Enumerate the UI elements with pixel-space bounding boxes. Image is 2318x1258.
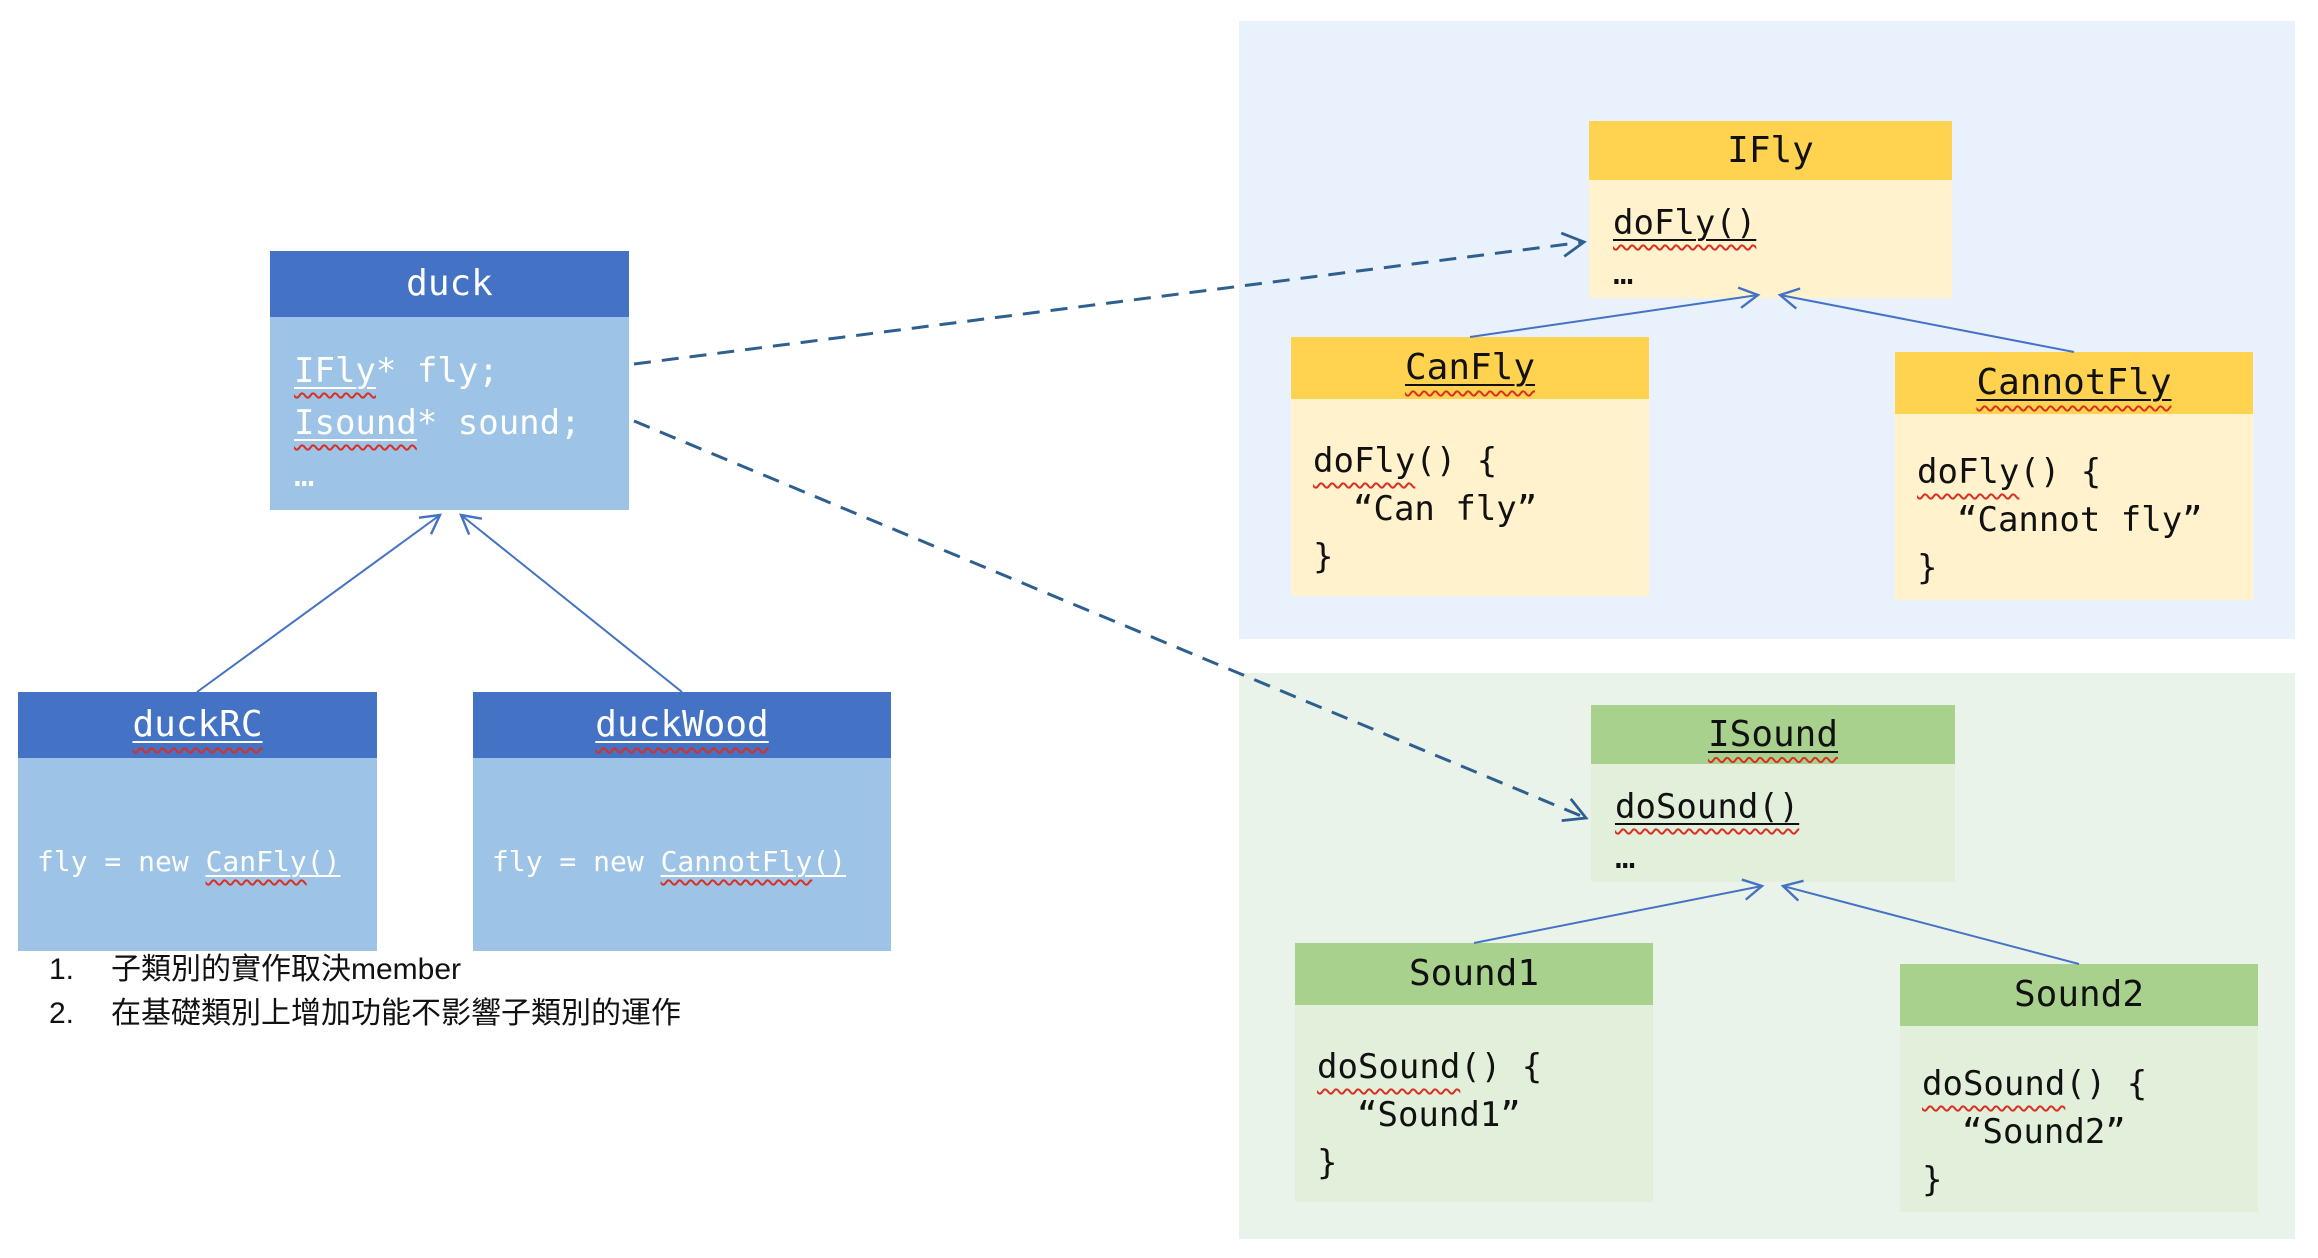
class-body-duckrc: fly = new CanFly() — [18, 758, 377, 951]
sound1-method-signature: doSound() { — [1317, 1047, 1543, 1087]
ifly-method: doFly() — [1613, 203, 1757, 243]
class-box-sound2: Sound2 doSound() { “Sound2” } — [1900, 964, 2258, 1212]
ifly-ellipsis: … — [1613, 253, 1634, 293]
class-box-duck: duck IFly* fly; Isound* sound; … — [270, 251, 629, 510]
duckwood-assignment: fly = new CannotFly() — [492, 845, 847, 878]
class-title-ifly: IFly — [1727, 129, 1814, 171]
isound-method: doSound() — [1615, 787, 1800, 827]
class-box-duckwood: duckWood fly = new CannotFly() — [473, 692, 891, 951]
class-title-isound: ISound — [1707, 713, 1839, 755]
cannotfly-close-brace: } — [1917, 548, 1938, 588]
duck-ellipsis: … — [294, 455, 315, 495]
note-number: 1. — [49, 953, 75, 986]
class-header-canfly: CanFly — [1291, 337, 1649, 399]
class-body-cannotfly: doFly() { “Cannot fly” } — [1895, 414, 2253, 600]
class-box-canfly: CanFly doFly() { “Can fly” } — [1291, 337, 1649, 596]
class-box-isound: ISound doSound() … — [1591, 705, 1955, 882]
sound1-method-body: “Sound1” — [1357, 1095, 1521, 1135]
class-title-cannotfly: CannotFly — [1976, 362, 2172, 403]
duckrc-assignment: fly = new CanFly() — [37, 845, 341, 878]
class-body-sound2: doSound() { “Sound2” } — [1900, 1026, 2258, 1212]
class-body-isound: doSound() … — [1591, 764, 1955, 882]
class-header-ifly: IFly — [1589, 121, 1952, 180]
sound2-method-signature: doSound() { — [1922, 1064, 2148, 1104]
class-title-duck: duck — [406, 263, 493, 304]
cannotfly-method-signature: doFly() { — [1917, 452, 2102, 492]
inheritance-arrow-duckwood-to-duck — [459, 513, 683, 693]
note-item-2: 2. 在基礎類別上增加功能不影響子類別的運作 — [49, 992, 681, 1036]
class-box-cannotfly: CannotFly doFly() { “Cannot fly” } — [1895, 352, 2253, 600]
class-box-sound1: Sound1 doSound() { “Sound1” } — [1295, 943, 1653, 1202]
class-header-isound: ISound — [1591, 705, 1955, 764]
note-text: 在基礎類別上增加功能不影響子類別的運作 — [111, 997, 681, 1030]
class-box-ifly: IFly doFly() … — [1589, 121, 1952, 298]
notes-list: 1. 子類別的實作取決member 2. 在基礎類別上增加功能不影響子類別的運作 — [49, 948, 681, 1036]
note-item-1: 1. 子類別的實作取決member — [49, 948, 681, 992]
cannotfly-method-body: “Cannot fly” — [1957, 500, 2203, 540]
class-body-duck: IFly* fly; Isound* sound; … — [270, 317, 629, 510]
class-body-sound1: doSound() { “Sound1” } — [1295, 1005, 1653, 1202]
note-text: 子類別的實作取決member — [111, 953, 462, 986]
class-body-canfly: doFly() { “Can fly” } — [1291, 399, 1649, 596]
sound1-close-brace: } — [1317, 1143, 1338, 1183]
canfly-method-body: “Can fly” — [1353, 489, 1538, 529]
note-number: 2. — [49, 997, 75, 1030]
duck-field-fly: IFly* fly; — [294, 351, 499, 391]
class-title-duckrc: duckRC — [132, 704, 263, 745]
sound2-close-brace: } — [1922, 1160, 1943, 1200]
class-header-cannotfly: CannotFly — [1895, 352, 2253, 414]
sound2-method-body: “Sound2” — [1962, 1112, 2126, 1152]
class-header-duckrc: duckRC — [18, 692, 377, 758]
class-title-sound1: Sound1 — [1408, 953, 1540, 994]
class-header-sound1: Sound1 — [1295, 943, 1653, 1005]
class-body-ifly: doFly() … — [1589, 180, 1952, 298]
class-box-duckrc: duckRC fly = new CanFly() — [18, 692, 377, 951]
class-header-duckwood: duckWood — [473, 692, 891, 758]
class-title-canfly: CanFly — [1404, 347, 1536, 388]
duck-field-sound: Isound* sound; — [294, 403, 581, 443]
class-title-sound2: Sound2 — [2013, 974, 2145, 1015]
class-header-duck: duck — [270, 251, 629, 317]
canfly-method-signature: doFly() { — [1313, 441, 1498, 481]
canfly-close-brace: } — [1313, 537, 1334, 577]
class-body-duckwood: fly = new CannotFly() — [473, 758, 891, 951]
class-title-duckwood: duckWood — [595, 704, 769, 745]
class-header-sound2: Sound2 — [1900, 964, 2258, 1026]
inheritance-arrow-duckrc-to-duck — [196, 513, 443, 693]
isound-ellipsis: … — [1615, 837, 1636, 877]
